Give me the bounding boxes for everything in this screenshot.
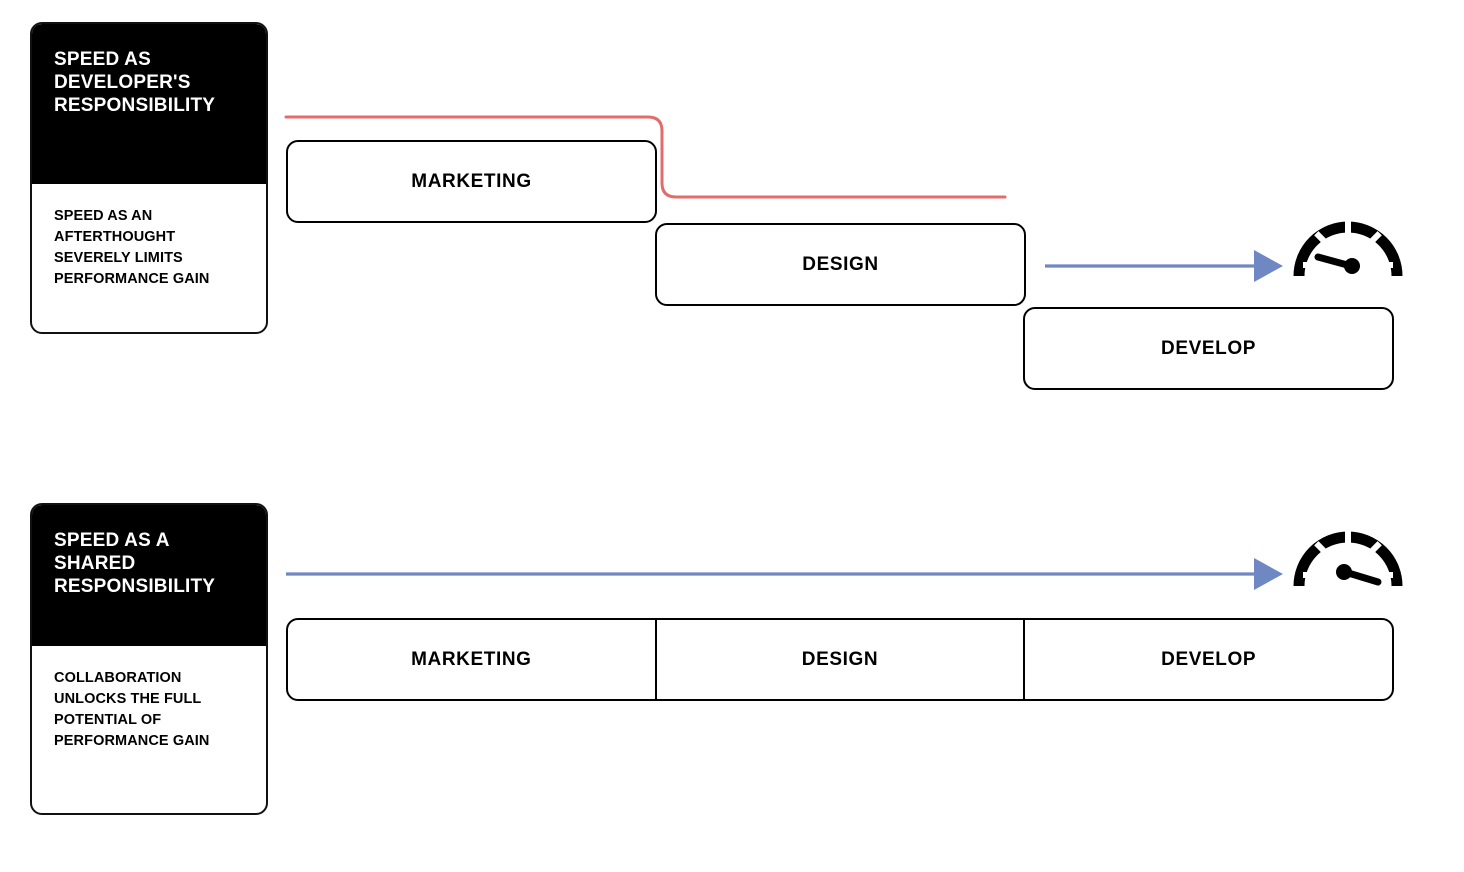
stage-label-marketing: MARKETING — [411, 170, 532, 192]
card-heading-text: SPEED AS A SHARED RESPONSIBILITY — [54, 530, 216, 598]
stage-label-design: DESIGN — [801, 648, 879, 670]
card-header-shared: SPEED AS A SHARED RESPONSIBILITY — [32, 505, 266, 646]
stage-label-develop: DEVELOP — [1161, 648, 1257, 670]
fast-path-arrow-top — [1045, 250, 1283, 282]
card-body-shared: COLLABORATION UNLOCKS THE FULL POTENTIAL… — [32, 646, 266, 779]
card-developer-responsibility: SPEED AS DEVELOPER'S RESPONSIBILITY SPEE… — [30, 22, 268, 334]
card-body-text: SPEED AS AN AFTERTHOUGHT SEVERELY LIMITS… — [54, 208, 210, 288]
card-header-developer: SPEED AS DEVELOPER'S RESPONSIBILITY — [32, 24, 266, 184]
stage-box-marketing-shared[interactable]: MARKETING — [288, 620, 655, 699]
stage-label-marketing: MARKETING — [411, 648, 532, 670]
combined-stage-bar: MARKETING DESIGN DEVELOP — [286, 618, 1394, 701]
card-heading-text: SPEED AS DEVELOPER'S RESPONSIBILITY — [54, 49, 216, 117]
speedometer-low-icon — [1293, 220, 1403, 277]
card-body-text: COLLABORATION UNLOCKS THE FULL POTENTIAL… — [54, 670, 210, 750]
stage-box-design-shared[interactable]: DESIGN — [654, 620, 1024, 699]
card-shared-responsibility: SPEED AS A SHARED RESPONSIBILITY COLLABO… — [30, 503, 268, 815]
stage-label-develop: DEVELOP — [1161, 337, 1256, 359]
card-body-developer: SPEED AS AN AFTERTHOUGHT SEVERELY LIMITS… — [32, 184, 266, 317]
stage-box-design-sequential[interactable]: DESIGN — [655, 223, 1026, 306]
stage-box-marketing-sequential[interactable]: MARKETING — [286, 140, 657, 223]
stage-label-design: DESIGN — [802, 253, 879, 275]
fast-path-arrow-bottom — [286, 558, 1283, 590]
speedometer-high-icon — [1293, 530, 1403, 587]
stage-box-develop-sequential[interactable]: DEVELOP — [1023, 307, 1394, 390]
stage-box-develop-shared[interactable]: DEVELOP — [1023, 620, 1392, 699]
